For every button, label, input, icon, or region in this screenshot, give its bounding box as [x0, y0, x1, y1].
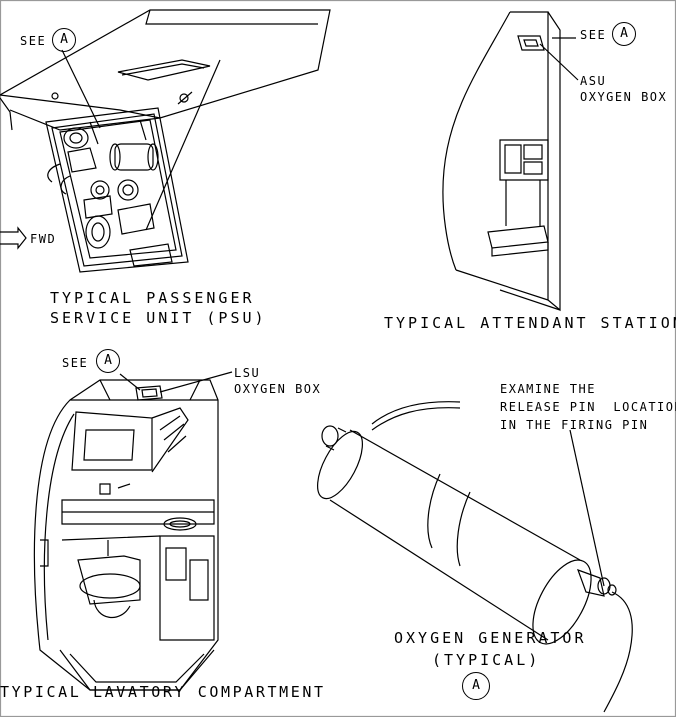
- lavatory-caption: TYPICAL LAVATORY COMPARTMENT: [0, 683, 326, 701]
- lavatory-counter: [62, 500, 214, 524]
- generator-top-edge: [350, 430, 580, 560]
- firing-pin: [578, 570, 604, 596]
- attendant-wall: [456, 12, 548, 300]
- lavatory-illustration: [34, 372, 232, 690]
- generator-band: [428, 474, 440, 548]
- lsu-leader: [160, 372, 232, 392]
- psu-caption-line2: SERVICE UNIT (PSU): [50, 309, 267, 327]
- psu-see-leader: [62, 50, 100, 128]
- generator-bottom-edge: [330, 500, 548, 640]
- fwd-label: FWD: [30, 232, 57, 246]
- attendant-detail-ref-icon: A: [612, 22, 636, 46]
- attendant-panel: [500, 140, 548, 180]
- generator-note-line3: IN THE FIRING PIN: [500, 418, 649, 432]
- release-pin-leader: [570, 430, 604, 586]
- asu-label-line2: OXYGEN BOX: [580, 90, 668, 104]
- jump-seat: [488, 226, 548, 248]
- lavatory-see-label: SEE: [62, 356, 89, 370]
- psu-detail-ref-icon: A: [52, 28, 76, 52]
- lavatory-shell: [34, 380, 218, 690]
- lsu-label-line1: LSU: [234, 366, 261, 380]
- ceiling-vent: [118, 60, 210, 80]
- lavatory-floor: [60, 650, 214, 690]
- fwd-arrow-icon: [0, 228, 26, 248]
- generator-caption-line1: OXYGEN GENERATOR: [394, 629, 587, 647]
- lavatory-mirror: [72, 412, 152, 470]
- asu-oxygen-box: [518, 36, 544, 50]
- psu-oxygen-mask: [86, 216, 110, 248]
- lavatory-see-leader: [120, 374, 140, 390]
- lavatory-detail-ref-icon: A: [96, 349, 120, 373]
- asu-leader: [540, 44, 578, 80]
- generator-front-end: [521, 551, 603, 653]
- lavatory-cabinet: [160, 536, 214, 640]
- attendant-see-label: SEE: [580, 28, 607, 42]
- ceiling-panel: [0, 10, 330, 118]
- generator-rear-cable: [372, 402, 460, 424]
- psu-mask-stowage: [64, 128, 88, 148]
- release-pin-lanyard: [604, 592, 632, 712]
- psu-see-label: SEE: [20, 34, 47, 48]
- attendant-station-illustration: [443, 12, 578, 310]
- psu-illustration: [0, 10, 330, 272]
- psu-panel-leader: [146, 60, 220, 230]
- generator-note-line2: RELEASE PIN LOCATION: [500, 400, 676, 414]
- attendant-caption: TYPICAL ATTENDANT STATION: [384, 314, 676, 332]
- psu-panel: [46, 108, 188, 272]
- generator-back-end: [309, 425, 372, 505]
- generator-note-line1: EXAMINE THE: [500, 382, 596, 396]
- lsu-oxygen-box: [136, 386, 162, 400]
- asu-label-line1: ASU: [580, 74, 607, 88]
- lavatory-toilet: [78, 556, 140, 604]
- lavatory-sink: [164, 518, 196, 530]
- generator-rear-stub: [322, 426, 338, 446]
- lsu-label-line2: OXYGEN BOX: [234, 382, 322, 396]
- oxygen-generator-illustration: [309, 402, 633, 712]
- psu-oxygen-generator: [115, 144, 153, 170]
- generator-caption-line2: (TYPICAL): [432, 651, 541, 669]
- generator-detail-ref-icon: A: [462, 672, 490, 700]
- psu-caption-line1: TYPICAL PASSENGER: [50, 289, 255, 307]
